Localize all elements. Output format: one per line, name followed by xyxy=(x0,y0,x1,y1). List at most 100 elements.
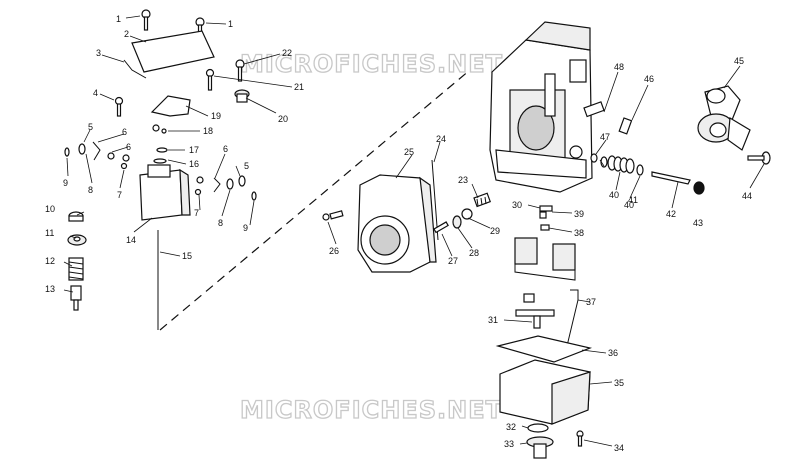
callout-35: 35 xyxy=(614,378,624,388)
screw-34 xyxy=(576,430,584,447)
callout-42: 42 xyxy=(666,209,676,219)
jet-46 xyxy=(618,117,633,135)
callout-23: 23 xyxy=(458,175,468,185)
ball-43 xyxy=(693,181,705,195)
callout-10: 10 xyxy=(45,204,55,214)
washer-29 xyxy=(461,208,473,220)
rod-37 xyxy=(566,289,579,347)
callout-25: 25 xyxy=(404,147,414,157)
callout-41: 41 xyxy=(628,195,638,205)
wire-clip xyxy=(123,59,147,79)
needle-42 xyxy=(651,171,691,185)
jets-31 xyxy=(515,293,555,329)
fitting-48 xyxy=(583,101,605,118)
callout-13: 13 xyxy=(45,284,55,294)
small-parts-left xyxy=(64,141,130,170)
callout-31: 31 xyxy=(488,315,498,325)
washer-28 xyxy=(452,215,462,229)
callout-3: 3 xyxy=(96,48,101,58)
washer-40-right xyxy=(636,164,644,176)
callout-36: 36 xyxy=(608,348,618,358)
callout-6: 6 xyxy=(126,142,131,152)
gasket-32 xyxy=(527,423,549,433)
callout-29: 29 xyxy=(490,226,500,236)
callout-6: 6 xyxy=(223,144,228,154)
callout-9: 9 xyxy=(243,223,248,233)
washer-11 xyxy=(67,234,87,246)
screw-26 xyxy=(322,210,344,221)
float-assembly xyxy=(514,237,576,281)
cover-plate-gasket xyxy=(131,30,215,73)
callout-33: 33 xyxy=(504,439,514,449)
callout-40: 40 xyxy=(624,200,634,210)
callout-6: 6 xyxy=(122,127,127,137)
watermark-top: MICROFICHES.NET xyxy=(240,50,503,78)
callout-7: 7 xyxy=(194,208,199,218)
dashed-divider-line xyxy=(159,69,471,331)
callout-4: 4 xyxy=(93,88,98,98)
callout-22: 22 xyxy=(282,48,292,58)
small-parts-right xyxy=(194,175,257,201)
callout-28: 28 xyxy=(469,248,479,258)
callout-43: 43 xyxy=(693,218,703,228)
callout-numbers: 1 1 2 3 4 5 6 6 9 8 7 10 11 12 13 14 15 … xyxy=(45,14,752,453)
callout-5: 5 xyxy=(244,161,249,171)
leader-lines xyxy=(63,15,765,447)
callout-47: 47 xyxy=(600,132,610,142)
callout-32: 32 xyxy=(506,422,516,432)
callout-27: 27 xyxy=(448,256,458,266)
drain-fitting-33 xyxy=(526,436,554,459)
screw-44 xyxy=(747,151,771,165)
callout-5: 5 xyxy=(88,122,93,132)
needle-holder-13 xyxy=(70,285,82,311)
callout-48: 48 xyxy=(614,62,624,72)
cap-45 xyxy=(697,85,751,151)
callout-16: 16 xyxy=(189,159,199,169)
screw-4 xyxy=(114,96,124,117)
callout-11: 11 xyxy=(45,228,54,238)
callout-38: 38 xyxy=(574,228,584,238)
callout-8: 8 xyxy=(218,218,223,228)
part-47 xyxy=(590,153,598,163)
callout-44: 44 xyxy=(742,191,752,201)
callout-30: 30 xyxy=(512,200,522,210)
bracket-19 xyxy=(150,95,191,117)
watermark-bottom: MICROFICHES.NET xyxy=(240,396,503,424)
float-bowl-35 xyxy=(499,359,591,425)
callout-40: 40 xyxy=(609,190,619,200)
clip-parts-16-17 xyxy=(153,147,168,164)
callout-2: 2 xyxy=(124,29,129,39)
spring-41 xyxy=(607,155,635,174)
carburetor-body xyxy=(489,21,593,193)
clip-18 xyxy=(152,124,167,134)
spring-12 xyxy=(68,257,84,281)
callout-9: 9 xyxy=(63,178,68,188)
callout-39: 39 xyxy=(574,209,584,219)
callout-24: 24 xyxy=(436,134,446,144)
callout-15: 15 xyxy=(182,251,192,261)
callout-18: 18 xyxy=(203,126,213,136)
callout-46: 46 xyxy=(644,74,654,84)
slide-valve-14 xyxy=(139,164,191,221)
callout-8: 8 xyxy=(88,185,93,195)
intake-flange-25 xyxy=(357,174,437,273)
callout-26: 26 xyxy=(329,246,339,256)
callout-14: 14 xyxy=(126,235,136,245)
nut-20 xyxy=(234,89,250,103)
callout-34: 34 xyxy=(614,443,624,453)
screw-21 xyxy=(205,68,215,91)
callout-1: 1 xyxy=(228,19,233,29)
small-parts-30-39 xyxy=(539,205,553,231)
screw-top-left-1 xyxy=(141,9,151,31)
callout-45: 45 xyxy=(734,56,744,66)
gasket-36 xyxy=(495,335,593,363)
screw-23 xyxy=(473,192,492,208)
callout-20: 20 xyxy=(278,114,288,124)
callout-1: 1 xyxy=(116,14,121,24)
callout-21: 21 xyxy=(294,82,304,92)
callout-12: 12 xyxy=(45,256,55,266)
callout-7: 7 xyxy=(117,190,122,200)
pin-27 xyxy=(433,221,449,234)
callout-17: 17 xyxy=(189,145,199,155)
